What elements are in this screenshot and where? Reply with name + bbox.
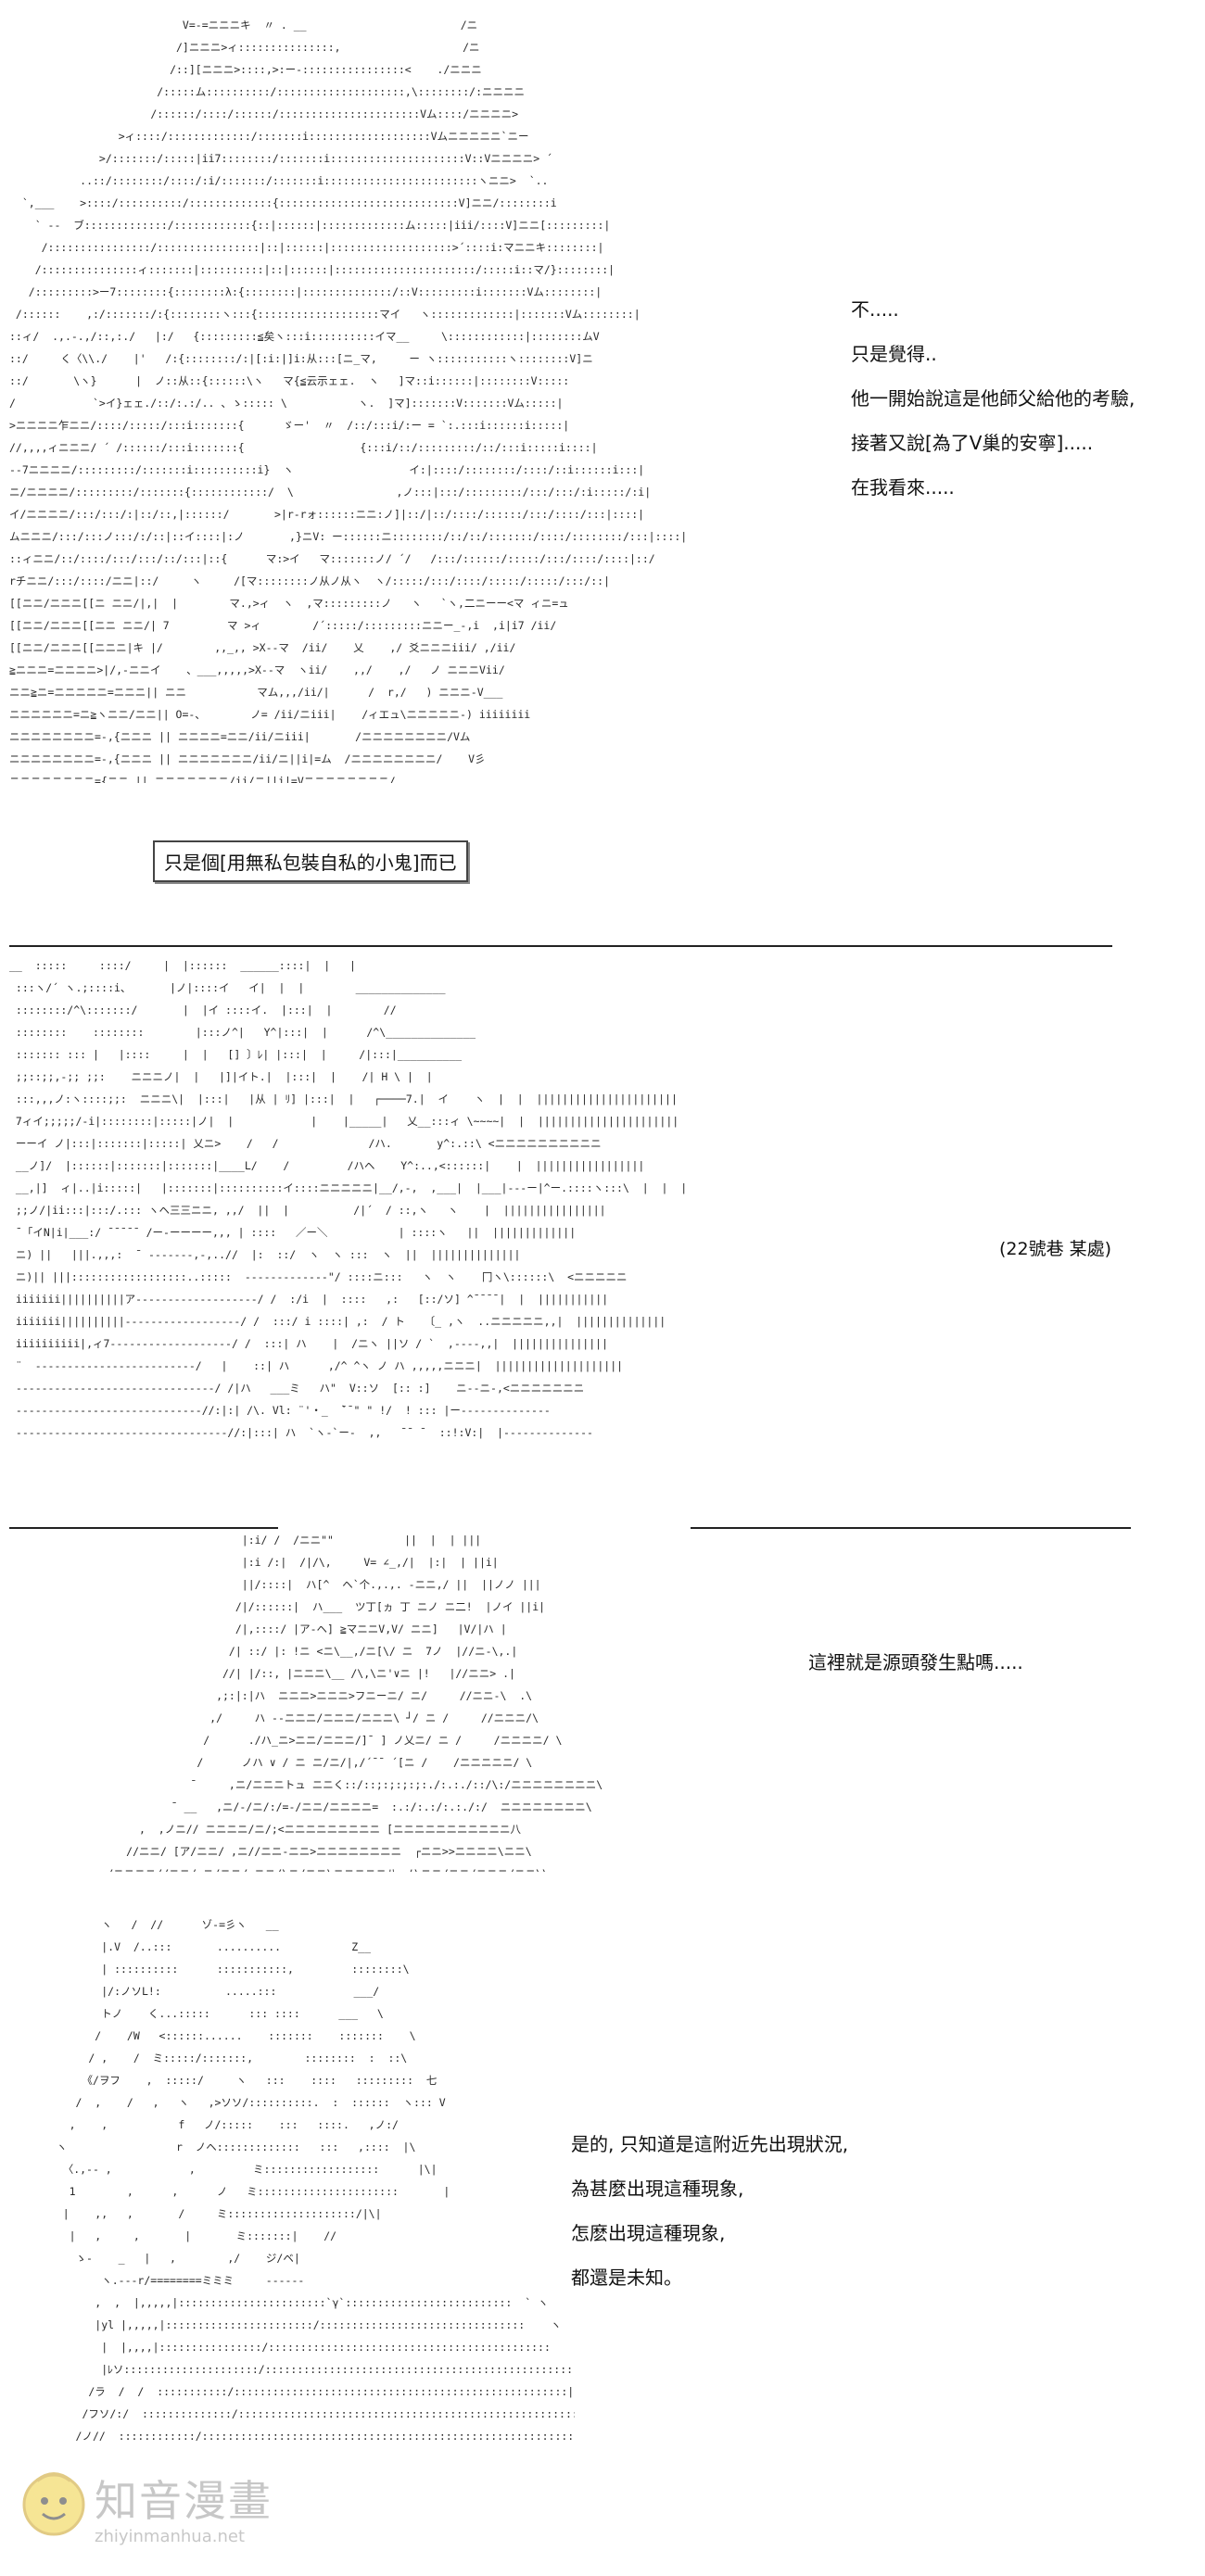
dialogue-line: 都還是未知。 (571, 2267, 682, 2289)
panel-2-dialogue: 這裡就是源頭發生點嗎..... (808, 1640, 1023, 1685)
watermark-title: 知音漫畫 (95, 2476, 273, 2526)
dialogue-line: 他一開始說這是他師父給他的考驗, (851, 387, 1135, 410)
panel-divider-middle-left (9, 1527, 278, 1529)
dialogue-line: 這裡就是源頭發生點嗎..... (808, 1651, 1023, 1673)
dialogue-line: 是的, 只知道是這附近先出現狀況, (571, 2133, 849, 2155)
boxed-narration: 只是個[用無私包裝自私的小鬼]而已 (153, 840, 468, 882)
panel-divider-top (9, 945, 1112, 947)
watermark-url: zhiyinmanhua.net (95, 2527, 245, 2546)
dialogue-line: 不..... (851, 298, 899, 321)
ascii-art-panel-3: ヽ / // ゾ-=彡ヽ __ |.V /..::: .......... Z_… (56, 1918, 575, 2443)
dialogue-line: 只是覺得.. (851, 343, 937, 365)
ascii-art-panel-1: V=-=ニニニキ 〃 . __ /ニ /]ニニニ>ィ::::::::::::::… (9, 19, 688, 783)
dialogue-line: 接著又說[為了V巢的安寧]..... (851, 432, 1094, 454)
panel-1-dialogue: 不..... 只是覺得.. 他一開始說這是他師父給他的考驗, 接著又說[為了V巢… (851, 287, 1135, 510)
dialogue-line: 為甚麼出現這種現象, (571, 2178, 744, 2200)
mascot-logo-icon (22, 2472, 85, 2536)
dialogue-line: 怎麽出現這種現象, (571, 2222, 726, 2244)
dialogue-line: 在我看來..... (851, 476, 955, 499)
panel-3-dialogue: 是的, 只知道是這附近先出現狀況, 為甚麼出現這種現象, 怎麽出現這種現象, 都… (571, 2122, 848, 2300)
site-watermark: 知音漫畫 zhiyinmanhua.net (19, 2460, 297, 2562)
location-caption: (22號巷 某處) (999, 1239, 1112, 1259)
ascii-art-panel-2-lower: |:i/ / /ニニ"" || | | ||| |:i /:| /|/\, V=… (107, 1534, 603, 1872)
ascii-art-panel-2: __ ::::: ::::/ | |:::::: ______::::| | |… (9, 959, 688, 1439)
panel-divider-middle-right (691, 1527, 1131, 1529)
